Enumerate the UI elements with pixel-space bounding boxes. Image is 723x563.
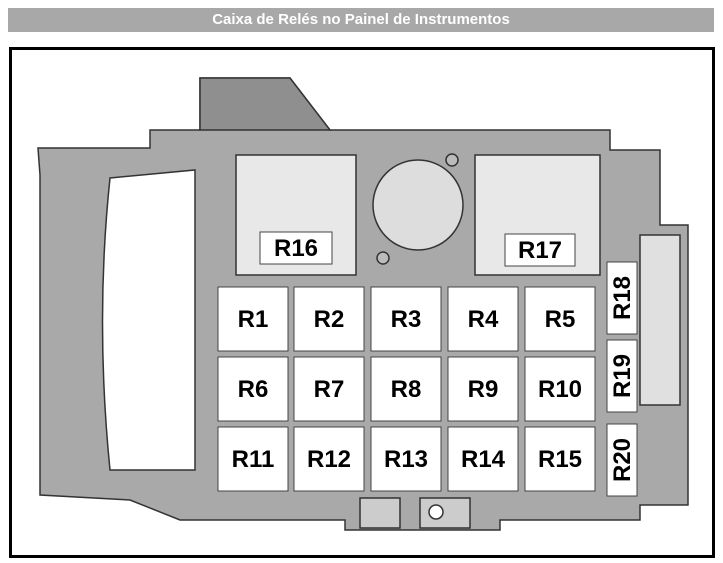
relay-r1: R1 bbox=[217, 286, 289, 352]
relay-r13: R13 bbox=[370, 426, 442, 492]
relay-socket bbox=[606, 261, 638, 335]
relay-socket bbox=[217, 426, 289, 492]
relay-label: R18 bbox=[609, 276, 636, 320]
relay-r14: R14 bbox=[447, 426, 519, 492]
relay-socket bbox=[370, 426, 442, 492]
relay-r18: R18 bbox=[606, 261, 638, 335]
relay-socket bbox=[606, 339, 638, 413]
relay-label: R16 bbox=[274, 235, 318, 262]
relay-socket bbox=[447, 356, 519, 422]
relay-socket bbox=[447, 286, 519, 352]
relay-socket bbox=[293, 426, 365, 492]
relay-socket bbox=[217, 286, 289, 352]
relay-label: R13 bbox=[384, 446, 428, 473]
relay-label: R2 bbox=[314, 306, 345, 333]
relay-socket bbox=[524, 356, 596, 422]
diagram-title: Caixa de Relés no Painel de Instrumentos bbox=[8, 8, 714, 32]
relay-socket bbox=[293, 356, 365, 422]
relay-label: R19 bbox=[609, 354, 636, 398]
relay-label: R9 bbox=[468, 376, 499, 403]
relay-r2: R2 bbox=[293, 286, 365, 352]
relay-r9: R9 bbox=[447, 356, 519, 422]
relay-r8: R8 bbox=[370, 356, 442, 422]
relay-r4: R4 bbox=[447, 286, 519, 352]
relay-label: R5 bbox=[545, 306, 576, 333]
relay-label: R11 bbox=[232, 446, 275, 473]
relay-socket bbox=[504, 233, 576, 267]
relay-label: R1 bbox=[238, 306, 269, 333]
relay-r20: R20 bbox=[606, 423, 638, 497]
relay-label: R4 bbox=[468, 306, 499, 333]
relay-socket bbox=[524, 286, 596, 352]
relay-label: R15 bbox=[538, 446, 582, 473]
relay-socket bbox=[370, 286, 442, 352]
relay-label: R3 bbox=[391, 306, 422, 333]
relay-label: R20 bbox=[609, 438, 636, 482]
relay-socket bbox=[293, 286, 365, 352]
relay-socket bbox=[259, 231, 333, 265]
relay-r6: R6 bbox=[217, 356, 289, 422]
relay-r7: R7 bbox=[293, 356, 365, 422]
relay-r15: R15 bbox=[524, 426, 596, 492]
relay-label: R6 bbox=[238, 376, 269, 403]
relay-label: R12 bbox=[307, 446, 351, 473]
relay-r10: R10 bbox=[524, 356, 596, 422]
relay-r19: R19 bbox=[606, 339, 638, 413]
relay-r12: R12 bbox=[293, 426, 365, 492]
relay-socket bbox=[217, 356, 289, 422]
relay-label: R7 bbox=[314, 376, 345, 403]
relay-r16: R16 bbox=[259, 231, 333, 265]
diagram-frame bbox=[9, 47, 715, 558]
relay-r17: R17 bbox=[504, 233, 576, 267]
relay-socket bbox=[524, 426, 596, 492]
relay-r5: R5 bbox=[524, 286, 596, 352]
relay-r11: R11 bbox=[217, 426, 289, 492]
relay-label: R14 bbox=[461, 446, 506, 473]
relay-r3: R3 bbox=[370, 286, 442, 352]
relay-socket bbox=[606, 423, 638, 497]
relay-label: R17 bbox=[518, 237, 562, 264]
relay-socket bbox=[447, 426, 519, 492]
relay-label: R10 bbox=[538, 376, 582, 403]
relay-socket bbox=[370, 356, 442, 422]
relay-label: R8 bbox=[391, 376, 422, 403]
